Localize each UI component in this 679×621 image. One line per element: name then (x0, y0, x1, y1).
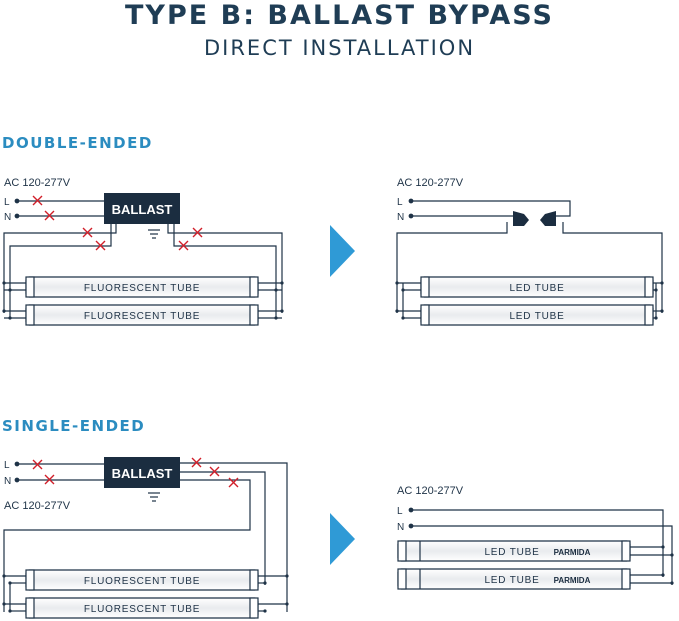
fluorescent-tube-1: FLUORESCENT TUBE (25, 569, 259, 591)
tube-label: LED TUBE (484, 547, 539, 558)
led-tube-2: LED TUBE (420, 304, 654, 326)
section-single-ended: SINGLE-ENDED (2, 417, 146, 435)
ballast-label: BALLAST (112, 202, 173, 217)
section-double-ended: DOUBLE-ENDED (2, 134, 153, 152)
ac-voltage-label: AC 120-277V (4, 500, 71, 512)
line-label: L (4, 197, 10, 208)
neutral-label: N (4, 212, 11, 223)
double-ended-fluorescent: AC 120-277V L N BALLAST FLUORESCENT TUBE (2, 177, 284, 326)
double-ended-led: AC 120-277V L N LED TUBE LED TUBE (395, 177, 664, 326)
ground-icon (148, 229, 160, 239)
single-ended-led: AC 120-277V L N LED TUBE PARMIDA LED TUB… (397, 485, 674, 590)
tube-label: LED TUBE (509, 311, 564, 322)
fluorescent-tube-2: FLUORESCENT TUBE (25, 597, 259, 619)
single-ended-fluorescent: L N AC 120-277V BALLAST FLUORESCENT TUBE… (2, 457, 289, 619)
neutral-label: N (397, 522, 404, 533)
fluorescent-tube-1: FLUORESCENT TUBE (25, 276, 259, 298)
ac-voltage-label: AC 120-277V (4, 177, 71, 189)
tube-label: FLUORESCENT TUBE (84, 576, 200, 587)
tube-label: LED TUBE (509, 283, 564, 294)
brand-logo: PARMIDA (554, 548, 591, 557)
line-label: L (397, 506, 403, 517)
wire-connector-icon (540, 211, 556, 226)
tube-label: FLUORESCENT TUBE (84, 283, 200, 294)
tube-label: FLUORESCENT TUBE (84, 604, 200, 615)
wire-connector-icon (513, 211, 529, 226)
arrow-icon (330, 225, 355, 277)
fluorescent-tube-2: FLUORESCENT TUBE (25, 304, 259, 326)
ballast-box (104, 193, 180, 224)
cut-wire-marks (32, 195, 203, 251)
arrow-icon (330, 513, 355, 565)
diagram-subtitle: DIRECT INSTALLATION (203, 36, 476, 60)
diagram-title: TYPE B: BALLAST BYPASS (125, 0, 554, 31)
tube-label: LED TUBE (484, 575, 539, 586)
led-tube-1: LED TUBE PARMIDA (397, 540, 631, 562)
ac-voltage-label: AC 120-277V (397, 485, 464, 497)
neutral-label: N (397, 212, 404, 223)
ground-icon (148, 492, 160, 502)
line-label: L (4, 460, 10, 471)
line-label: L (397, 197, 403, 208)
brand-logo: PARMIDA (554, 576, 591, 585)
led-tube-1: LED TUBE (420, 276, 654, 298)
ac-voltage-label: AC 120-277V (397, 177, 464, 189)
tube-label: FLUORESCENT TUBE (84, 311, 200, 322)
ballast-label: BALLAST (112, 466, 173, 481)
led-tube-2: LED TUBE PARMIDA (397, 568, 631, 590)
cut-wire-marks (32, 457, 239, 488)
neutral-label: N (4, 476, 11, 487)
ballast-box (104, 457, 180, 488)
